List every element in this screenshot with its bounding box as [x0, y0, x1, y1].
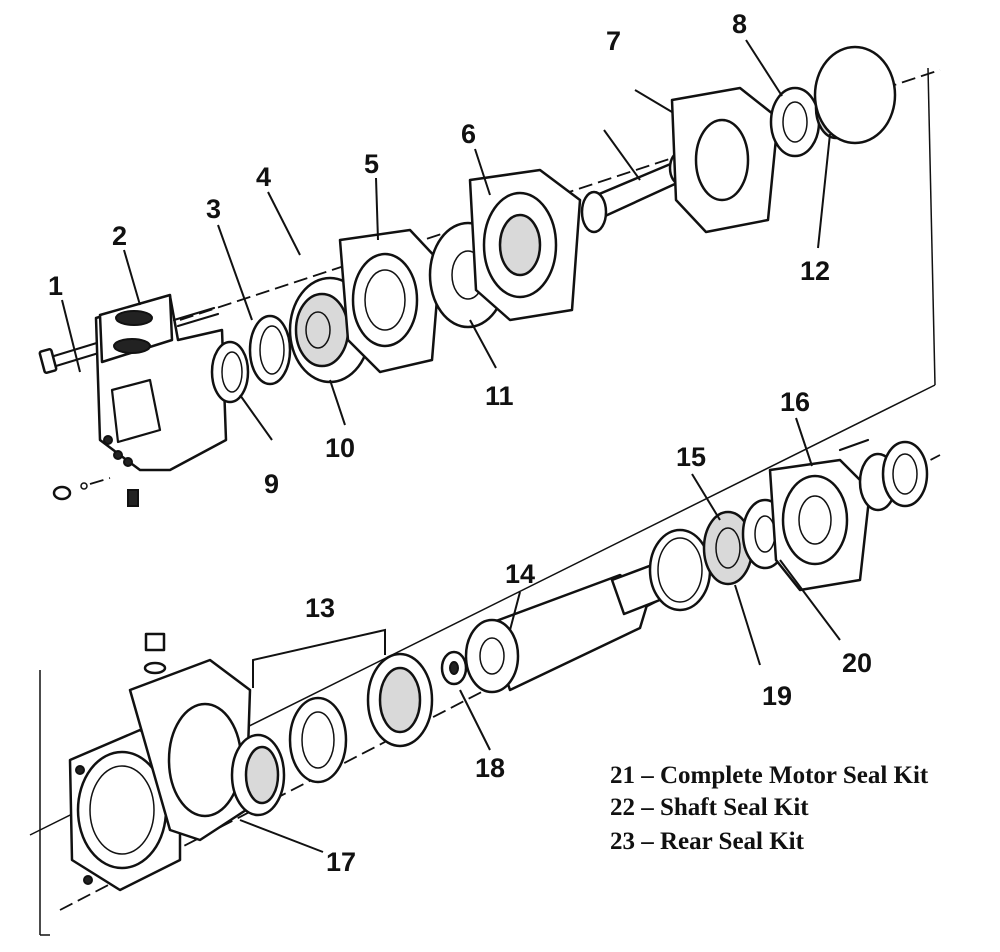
- part-18-washer: [440, 650, 468, 686]
- callout-10: 10: [325, 433, 355, 463]
- kit-item-21: 21 – Complete Motor Seal Kit: [610, 762, 929, 789]
- callout-9: 9: [264, 469, 279, 499]
- part-13-bearings: [230, 628, 434, 817]
- end-seal-disc: [813, 45, 897, 145]
- upper-assembly: [29, 45, 941, 836]
- callout-20: 20: [842, 648, 872, 678]
- leader-lines: [61, 39, 841, 853]
- callout-12: 12: [800, 256, 830, 286]
- part-5-gerotor: [468, 168, 582, 322]
- callout-5: 5: [364, 149, 379, 179]
- callout-19: 19: [762, 681, 792, 711]
- part-7-cover: [670, 86, 780, 234]
- callout-labels: 1 2 3 4 5 6 7 8 9 10 11 12 13 14 15 16 1…: [48, 9, 872, 877]
- part-4-plate: [338, 228, 442, 374]
- callout-6: 6: [461, 119, 476, 149]
- kit-item-23: 23 – Rear Seal Kit: [610, 828, 805, 855]
- part-16-plate: [768, 438, 872, 592]
- callout-4: 4: [256, 162, 271, 192]
- part-1-bolt: [38, 340, 104, 374]
- callout-1: 1: [48, 271, 63, 301]
- part-9-ring: [210, 340, 250, 404]
- callout-11: 11: [485, 381, 514, 411]
- part-19-ring: [648, 528, 712, 612]
- part-14-shaft: [464, 560, 672, 694]
- callout-16: 16: [780, 387, 810, 417]
- part-8-washer: [769, 86, 821, 158]
- callout-14: 14: [505, 559, 535, 589]
- lower-assembly: [39, 438, 941, 936]
- part-3-seal: [248, 314, 292, 386]
- part-17-flange: [68, 632, 252, 892]
- callout-13: 13: [305, 593, 335, 623]
- callout-17: 17: [326, 847, 356, 877]
- front-seals: [858, 440, 929, 512]
- kit-item-22: 22 – Shaft Seal Kit: [610, 794, 809, 821]
- part-2-housing: [52, 293, 228, 507]
- callout-2: 2: [112, 221, 127, 251]
- seal-kit-list: 21 – Complete Motor Seal Kit 22 – Shaft …: [610, 762, 929, 855]
- callout-15: 15: [676, 442, 706, 472]
- callout-18: 18: [475, 753, 505, 783]
- callout-3: 3: [206, 194, 221, 224]
- callout-8: 8: [732, 9, 747, 39]
- callout-7: 7: [606, 26, 621, 56]
